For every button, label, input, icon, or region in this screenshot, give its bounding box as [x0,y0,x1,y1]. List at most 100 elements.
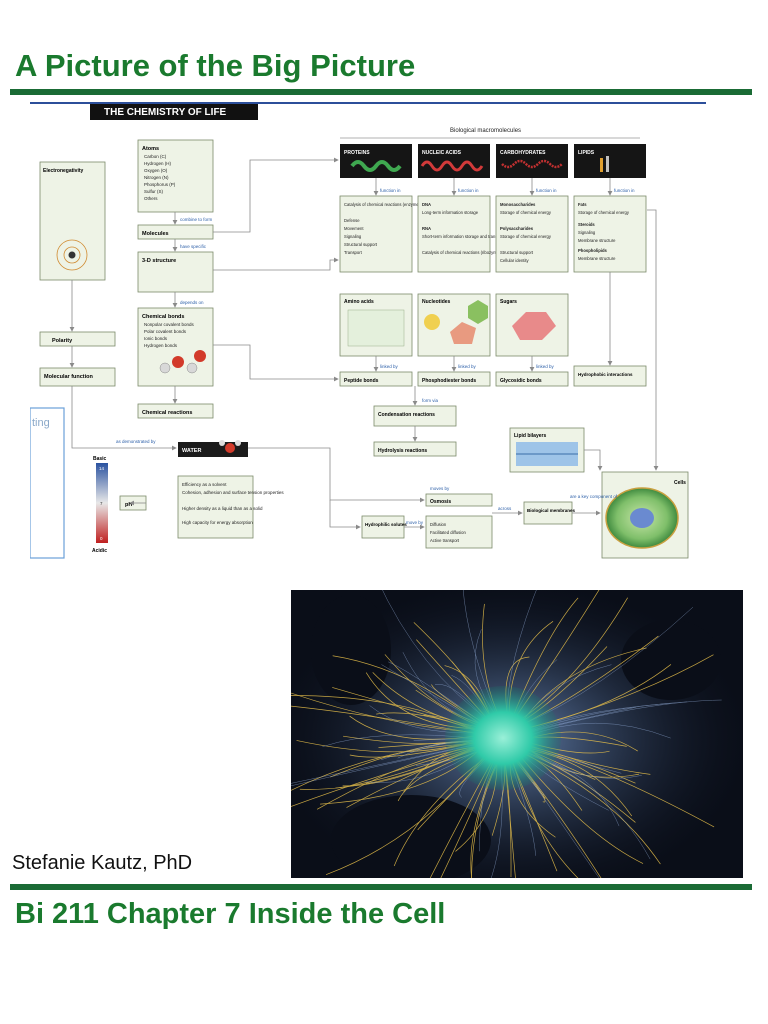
svg-text:across: across [498,506,512,511]
node-molecular-function: Molecular function [44,374,94,380]
svg-text:Membrane structure: Membrane structure [578,238,616,243]
author-name: Stefanie Kautz, PhD [12,852,193,874]
svg-text:Diffusion: Diffusion [430,522,447,527]
node-amino-acids: Amino acids [344,299,374,305]
svg-text:move by: move by [406,520,424,525]
node-chemical-reactions: Chemical reactions [142,410,192,416]
node-nucleotides: Nucleotides [422,299,451,305]
svg-text:Cohesion, adhesion and surface: Cohesion, adhesion and surface tension p… [182,490,284,495]
node-condensation-reactions: Condensation reactions [378,412,435,418]
svg-text:ting: ting [32,417,50,429]
svg-text:depends on: depends on [180,300,204,305]
node-3d-structure: 3-D structure [142,258,176,264]
node-sugars: Sugars [500,299,517,305]
svg-text:Phospholipids: Phospholipids [578,248,608,253]
macromolecules-label: Biological macromolecules [450,128,521,134]
svg-text:7: 7 [100,501,103,506]
node-phosphodiester-bonds: Phosphodiester bonds [422,378,476,384]
svg-text:form via: form via [422,398,439,403]
svg-text:DNA: DNA [422,202,431,207]
chemistry-of-life-concept-map: THE CHEMISTRY OF LIFE Biological macromo… [30,102,706,559]
category-headers: PROTEINS NUCLEIC ACIDS CARBOHYDRATES LIP… [340,144,646,178]
svg-text:have specific: have specific [180,244,207,249]
svg-text:Transport: Transport [344,250,363,255]
node-cells: Cells [674,480,686,486]
svg-text:Oxygen (O): Oxygen (O) [144,168,168,173]
svg-text:function in: function in [380,188,401,193]
map-banner: THE CHEMISTRY OF LIFE [104,107,227,118]
node-atoms: Atoms [142,146,159,152]
node-hydrophobic-interactions: Hydrophobic interactions [578,372,633,377]
svg-text:Monosaccharides: Monosaccharides [500,202,536,207]
svg-text:function in: function in [458,188,479,193]
node-glycosidic-bonds: Glycosidic bonds [500,378,542,384]
svg-text:Sulfur (S): Sulfur (S) [144,189,164,194]
svg-text:linked by: linked by [380,364,399,369]
node-biological-membranes: Biological membranes [527,508,576,513]
svg-text:NUCLEIC ACIDS: NUCLEIC ACIDS [422,150,462,156]
svg-text:function in: function in [614,188,635,193]
svg-text:14: 14 [99,466,105,471]
svg-text:Signaling: Signaling [578,230,596,235]
header-divider [10,89,752,95]
svg-text:PROTEINS: PROTEINS [344,150,370,156]
svg-text:Others: Others [144,196,158,201]
node-lipid-bilayers: Lipid bilayers [514,433,546,439]
svg-text:Hydrogen (H): Hydrogen (H) [144,161,172,166]
svg-text:moves by: moves by [430,486,450,491]
svg-text:Efficiency as a solvent: Efficiency as a solvent [182,482,227,487]
svg-text:are a key component of: are a key component of [570,494,618,499]
svg-text:Storage of chemical energy: Storage of chemical energy [500,234,552,239]
svg-text:Ionic bonds: Ionic bonds [144,336,168,341]
chapter-title: Bi 211 Chapter 7 Inside the Cell [15,898,446,930]
svg-text:CARBOHYDRATES: CARBOHYDRATES [500,150,546,156]
svg-text:Structural support: Structural support [500,250,534,255]
svg-text:RNA: RNA [422,226,431,231]
node-osmosis: Osmosis [430,499,451,505]
svg-text:Steroids: Steroids [578,222,595,227]
footer-divider [10,884,752,890]
node-hydrophilic-solutes: Hydrophilic solutes [365,522,407,527]
node-peptide-bonds: Peptide bonds [344,378,379,384]
page-title: A Picture of the Big Picture [15,48,416,83]
svg-text:Movement: Movement [344,226,364,231]
node-ph: pH [125,502,132,508]
svg-text:High capacity for energy absor: High capacity for energy absorption [182,520,253,525]
svg-text:Nitrogen (N): Nitrogen (N) [144,175,169,180]
node-chemical-bonds: Chemical bonds [142,314,184,320]
node-electronegativity: Electronegativity [43,168,84,174]
svg-text:Storage of chemical energy: Storage of chemical energy [578,210,630,215]
node-hydrolysis-reactions: Hydrolysis reactions [378,448,427,454]
svg-text:Defense: Defense [344,218,360,223]
svg-text:Long-term information storage: Long-term information storage [422,210,479,215]
node-water: WATER [182,448,201,454]
svg-text:Structural support: Structural support [344,242,378,247]
svg-text:Phosphorus (P): Phosphorus (P) [144,182,176,187]
node-polarity: Polarity [52,338,73,344]
ph-basic-label: Basic [93,456,107,462]
svg-text:Short-term information storage: Short-term information storage and trans… [422,234,503,239]
svg-text:as demonstrated by: as demonstrated by [116,439,156,444]
svg-text:Membrane structure: Membrane structure [578,256,616,261]
svg-text:Cellular identity: Cellular identity [500,258,530,263]
svg-text:Higher density as a liquid tha: Higher density as a liquid than as a sol… [182,506,263,511]
svg-text:Carbon (C): Carbon (C) [144,154,167,159]
node-molecules: Molecules [142,231,169,237]
svg-text:Catalysis of chemical reaction: Catalysis of chemical reactions (ribozym… [422,250,503,255]
svg-text:0: 0 [100,536,103,541]
svg-text:linked by: linked by [536,364,555,369]
svg-text:Polysaccharides: Polysaccharides [500,226,534,231]
svg-text:Storage of chemical energy: Storage of chemical energy [500,210,552,215]
svg-text:Nonpolar covalent bonds: Nonpolar covalent bonds [144,322,195,327]
svg-text:LIPIDS: LIPIDS [578,150,595,156]
cell-micrograph-image [291,590,743,878]
svg-text:Facilitated diffusion: Facilitated diffusion [430,530,466,535]
svg-text:linked by: linked by [458,364,477,369]
svg-text:Catalysis of chemical reaction: Catalysis of chemical reactions (enzymes… [344,202,423,207]
svg-text:Active transport: Active transport [430,538,460,543]
svg-text:Hydrogen bonds: Hydrogen bonds [144,343,178,348]
svg-text:Signaling: Signaling [344,234,362,239]
svg-text:Fats: Fats [578,202,587,207]
svg-text:combine to form: combine to form [180,217,213,222]
svg-text:function in: function in [536,188,557,193]
